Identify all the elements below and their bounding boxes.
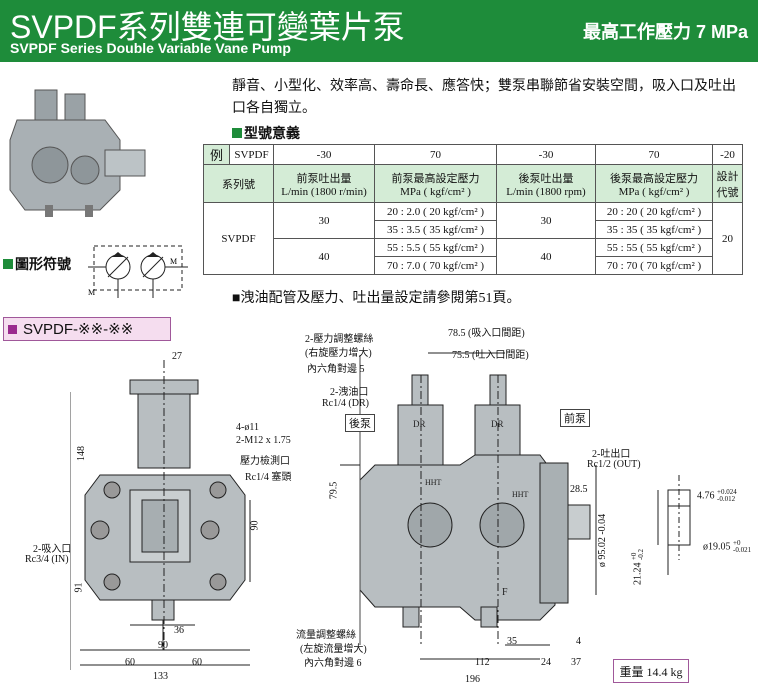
label-pressure-screw: 2-壓力調整螺絲 xyxy=(305,334,374,345)
front-view-drawing xyxy=(70,360,251,670)
max-pressure: 最高工作壓力 7 MPa xyxy=(582,22,748,42)
model-label: SVPDF-※※-※※ xyxy=(3,317,171,341)
f-label: F xyxy=(502,587,508,598)
dim-4-76: 4.76 +0.024-0.012 xyxy=(697,488,737,503)
dr-label-left: DR xyxy=(413,419,426,429)
dim-24: 24 xyxy=(541,657,551,668)
shaft-key-detail xyxy=(657,475,691,575)
dim-37: 37 xyxy=(571,657,581,668)
label-m12: 2-M12 x 1.75 xyxy=(236,435,291,446)
page-subtitle: SVPDF Series Double Variable Vane Pump xyxy=(10,40,291,56)
label-inlet: 2-吸入口 xyxy=(33,544,72,555)
label-front-pump: 前泵 xyxy=(560,409,590,427)
hydraulic-symbol: M M xyxy=(88,245,188,298)
dim-90-horizontal: 90 xyxy=(158,640,168,651)
label-pressure-screw-note: (右旋壓力增大) xyxy=(305,348,372,359)
dr-label-right: DR xyxy=(491,419,504,429)
dim-36: 36 xyxy=(174,625,184,636)
dim-21-24: 21.24 +0-0.2 xyxy=(630,548,646,586)
weight-label: 重量 14.4 kg xyxy=(613,659,689,683)
dim-outlet-distance: 75.5 (吐入口間距) xyxy=(452,350,529,361)
dim-133: 133 xyxy=(153,671,168,682)
section-model-meaning: 型號意義 xyxy=(232,123,300,143)
section-symbol: 圖形符號 xyxy=(3,254,71,274)
dim-27: 27 xyxy=(172,351,182,362)
dim-90-vertical: 90 xyxy=(249,520,261,531)
label-hex-6: 內六角對邊 6 xyxy=(304,658,362,669)
label-drain: 2-洩油口 xyxy=(330,387,369,398)
label-flow-screw-note: (左旋流量增大) xyxy=(300,644,367,655)
dim-79-5: 79.5 xyxy=(328,481,340,500)
label-hex-5: 內六角對邊 5 xyxy=(307,364,365,375)
label-rear-pump: 後泵 xyxy=(345,414,375,432)
dim-19-05: ø19.05 +0-0.021 xyxy=(703,539,752,554)
label-outlet: 2-吐出口 xyxy=(592,449,631,460)
description: 靜音、小型化、效率高、壽命長、應答快；雙泵串聯節省安裝空間，吸入口及吐出口各自獨… xyxy=(232,79,736,116)
dim-196: 196 xyxy=(465,674,480,685)
dim-95-02: ø 95.02 -0.04 xyxy=(597,513,609,568)
page-header: SVPDF系列雙連可變葉片泵 SVPDF Series Double Varia… xyxy=(0,0,758,62)
hht-label-left: HHT xyxy=(425,478,442,487)
dim-60-left: 60 xyxy=(125,657,135,668)
dim-60-right: 60 xyxy=(192,657,202,668)
product-photo xyxy=(9,89,146,217)
label-gauge-port: 壓力檢測口 xyxy=(240,456,290,467)
hht-label-right: HHT xyxy=(512,490,529,499)
dim-28-5: 28.5 xyxy=(570,484,588,495)
label-rc14-plug: Rc1/4 塞頭 xyxy=(245,472,292,483)
page-title: SVPDF系列雙連可變葉片泵 xyxy=(10,9,405,45)
dim-148: 148 xyxy=(76,446,87,461)
label-outlet-rc: Rc1/2 (OUT) xyxy=(587,459,641,470)
note-drain: ■洩油配管及壓力、吐出量設定請參閱第51頁。 xyxy=(232,291,521,306)
square-icon xyxy=(232,128,242,138)
square-icon xyxy=(3,259,13,269)
side-view-drawing: DR DR HHT HHT F xyxy=(340,352,597,660)
label-4-holes: 4-ø11 xyxy=(236,422,259,433)
dim-35: 35 xyxy=(507,636,517,647)
m-label-left: M xyxy=(88,288,95,297)
m-label-right: M xyxy=(170,257,177,266)
dim-4: 4 xyxy=(576,636,581,647)
square-icon xyxy=(8,324,17,334)
ex-cell: 例 xyxy=(203,144,230,165)
label-drain-rc: Rc1/4 (DR) xyxy=(322,398,369,409)
dim-91: 91 xyxy=(73,582,85,593)
label-inlet-rc: Rc3/4 (IN) xyxy=(25,554,69,565)
label-flow-screw: 流量調整螺絲 xyxy=(296,630,356,641)
dim-112: 112 xyxy=(475,657,490,668)
dim-inlet-distance: 78.5 (吸入口間距) xyxy=(448,328,525,339)
